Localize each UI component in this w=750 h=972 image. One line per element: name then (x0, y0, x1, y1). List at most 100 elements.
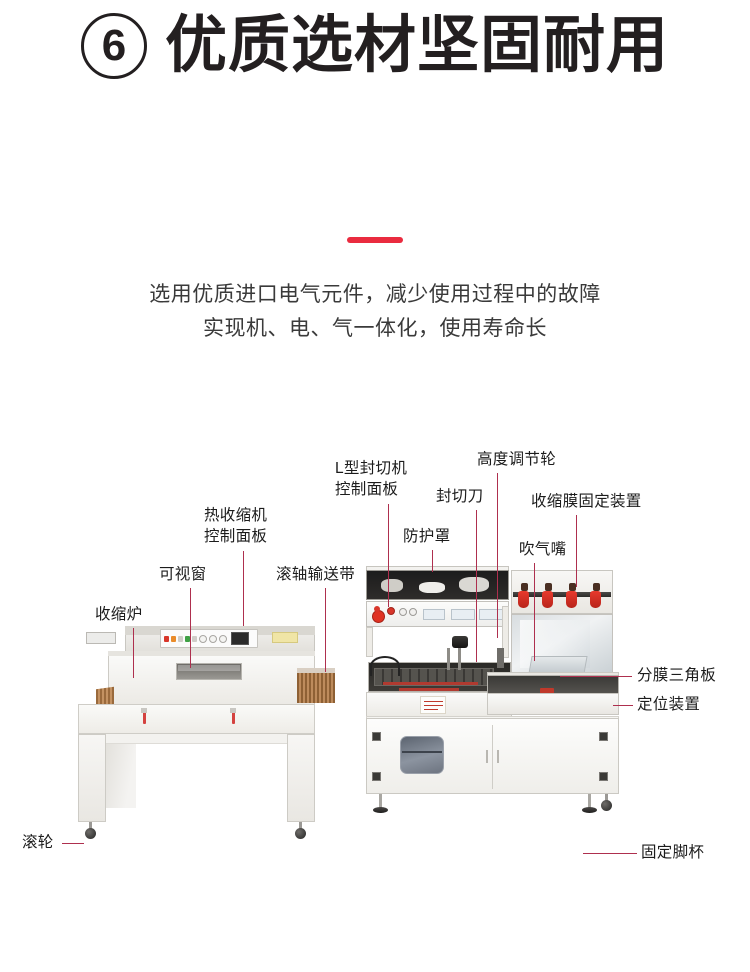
emergency-stop-indicator (374, 606, 380, 612)
shrink-tunnel-control-panel[interactable] (160, 629, 258, 648)
panel-button-grey-2[interactable] (192, 635, 197, 642)
label-shrink-control-line2: 控制面板 (204, 528, 268, 545)
panel-knob-3[interactable] (219, 634, 227, 643)
leader-film-fixing-device (576, 515, 578, 587)
panel-button-grey[interactable] (178, 635, 183, 642)
sealing-blade-wire-1 (383, 682, 478, 685)
sealer-button-red[interactable] (387, 607, 395, 615)
view-window-glare (178, 665, 240, 671)
label-view-window: 可视窗 (159, 566, 207, 583)
leader-film-split-triangle (560, 676, 632, 678)
header-section: 6 优质选材坚固耐用 选用优质进口电气元件，减少使用过程中的故障 实现机、电、气… (0, 0, 750, 400)
cabinet-door-split (492, 725, 493, 789)
lsealer-control-panel[interactable] (366, 601, 509, 627)
film-clamp-2[interactable] (542, 583, 555, 608)
sealer-button-1[interactable] (399, 608, 407, 616)
hood-part-1 (381, 579, 403, 592)
roller-conveyor-outlet-rail (297, 668, 335, 675)
label-roller-conveyor: 滚轴输送带 (276, 566, 356, 583)
height-adjust-wheel[interactable] (452, 636, 468, 648)
leader-positioning-device (613, 705, 633, 707)
tunnel-handle-right[interactable] (232, 710, 235, 724)
label-guard-cover: 防护罩 (403, 528, 451, 545)
cabinet-latch-bottom[interactable] (599, 772, 608, 781)
film-clamp-3-top (569, 583, 576, 591)
label-shrink-control-panel: 热收缩机 控制面板 (204, 505, 267, 547)
section-number-badge: 6 (80, 13, 147, 79)
leader-roller-conveyor (325, 588, 327, 672)
cabinet-handle-right[interactable] (497, 750, 499, 763)
roller-conveyor-outlet (297, 673, 335, 703)
film-clamp-1-body (518, 591, 529, 608)
sealing-bar-front (487, 693, 619, 715)
sealer-post-right (502, 606, 509, 658)
cabinet-handle-left[interactable] (486, 750, 488, 763)
sealer-open-gap (366, 627, 509, 653)
leader-height-wheel (497, 473, 499, 638)
cabinet-latch-bottom-left[interactable] (372, 772, 381, 781)
page-title: 6 优质选材坚固耐用 (0, 0, 750, 92)
tunnel-handle-left[interactable] (143, 710, 146, 724)
product-photo (0, 420, 750, 900)
view-window-glass (176, 663, 242, 680)
label-height-wheel: 高度调节轮 (477, 451, 557, 468)
leader-shrink-furnace (133, 628, 135, 678)
tunnel-handle-right-base (230, 708, 236, 713)
film-clamp-1-top (521, 583, 528, 591)
subtitle-line-1: 选用优质进口电气元件，减少使用过程中的故障 (149, 283, 601, 306)
tunnel-leg-right (287, 734, 315, 822)
label-air-nozzle: 吹气嘴 (519, 541, 567, 558)
film-clamp-1[interactable] (518, 583, 531, 608)
warning-line-2 (424, 705, 443, 707)
film-clamp-4[interactable] (590, 583, 603, 608)
sealer-display-1 (423, 609, 445, 620)
panel-knob-1[interactable] (199, 634, 207, 643)
film-clamp-2-top (545, 583, 552, 591)
tunnel-leg-left (78, 734, 106, 822)
label-positioning-device: 定位装置 (637, 696, 701, 713)
label-lsealer-control-line2: 控制面板 (335, 481, 399, 498)
leader-view-window (190, 588, 192, 668)
panel-button-orange[interactable] (171, 635, 176, 642)
tunnel-handle-left-base (141, 708, 147, 713)
subtitle-block: 选用优质进口电气元件，减少使用过程中的故障 实现机、电、气一体化，使用寿命长 (0, 278, 750, 346)
positioning-device-part (540, 688, 554, 696)
sealer-display-2 (451, 609, 475, 620)
shrink-tunnel-lip (108, 651, 315, 656)
film-clamp-2-body (542, 591, 553, 608)
leader-sealing-blade (476, 510, 478, 662)
film-clamp-3-body (566, 591, 577, 608)
warning-label-red (420, 696, 446, 714)
warning-sticker-yellow (272, 632, 298, 643)
panel-knob-2[interactable] (209, 634, 217, 643)
label-lsealer-control-panel: L型封切机 控制面板 (335, 458, 407, 500)
height-adjust-rod-2 (447, 648, 450, 670)
leader-shrink-control-panel (243, 551, 245, 626)
leader-guard-cover (432, 550, 434, 572)
panel-button-red[interactable] (164, 635, 169, 642)
warning-line-1 (424, 701, 443, 703)
film-clamp-4-top (593, 583, 600, 591)
page-footer-space (0, 900, 750, 972)
label-sealing-blade: 封切刀 (436, 488, 484, 505)
sealer-button-2[interactable] (409, 608, 417, 616)
title-underline-rule (347, 237, 403, 243)
warning-line-3 (424, 709, 438, 711)
film-clamp-3[interactable] (566, 583, 579, 608)
cabinet-latch-top-left[interactable] (372, 732, 381, 741)
film-clamp-4-body (590, 591, 601, 608)
cabinet-latch-top[interactable] (599, 732, 608, 741)
air-nozzle-part (497, 648, 504, 668)
label-film-split-triangle: 分膜三角板 (637, 667, 717, 684)
leader-fixed-foot-cup (583, 853, 637, 855)
leader-caster-wheel (62, 843, 84, 845)
panel-button-green[interactable] (185, 635, 190, 642)
cabinet-window (400, 736, 444, 774)
leader-air-nozzle (534, 563, 536, 661)
film-holder-rail (513, 592, 611, 597)
label-shrink-control-line1: 热收缩机 (204, 507, 268, 524)
label-lsealer-control-line1: L型封切机 (335, 460, 408, 477)
label-caster-wheel: 滚轮 (22, 834, 54, 851)
subtitle-line-2: 实现机、电、气一体化，使用寿命长 (203, 317, 547, 340)
